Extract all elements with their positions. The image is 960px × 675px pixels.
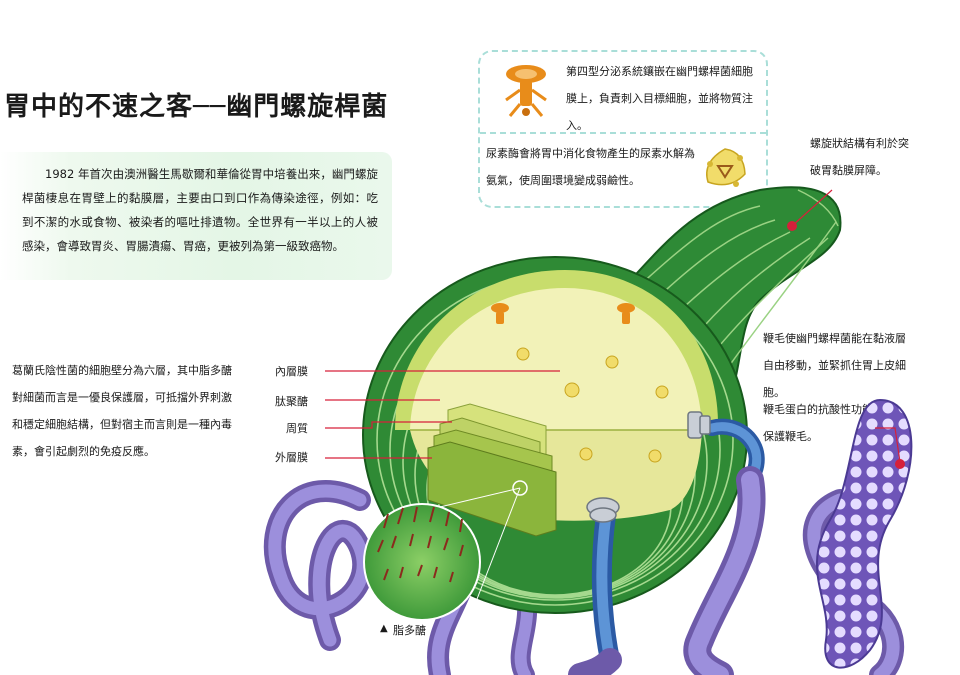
callout-divider xyxy=(480,132,766,134)
secretion-text: 第四型分泌系統鑲嵌在幽門螺桿菌細胞膜上，負責刺入目標細胞，並將物質注入。 xyxy=(566,65,753,132)
spiral-note: 螺旋狀結構有利於突破胃黏膜屏障。 xyxy=(810,137,909,177)
layer-label-peptidoglycan: 肽聚醣 xyxy=(275,395,308,408)
urease-icon xyxy=(706,148,746,187)
leader-lines xyxy=(325,189,901,463)
cell-wall-layers xyxy=(427,403,557,537)
lps-marker: ▲ xyxy=(380,623,388,634)
lps-zoom-circle xyxy=(363,503,481,621)
flagella-protein-note: 鞭毛蛋白的抗酸性功能，可保護鞭毛。 xyxy=(763,403,895,443)
secretion-system-icon xyxy=(505,65,547,117)
layer-label-inner-membrane: 內層膜 xyxy=(275,365,308,378)
intro-text: 1982 年首次由澳洲醫生馬歇爾和華倫從胃中培養出來，幽門螺旋桿菌棲息在胃壁上的… xyxy=(22,167,378,253)
layer-label-periplasm: 周質 xyxy=(286,422,308,435)
callout-box: 第四型分泌系統鑲嵌在幽門螺桿菌細胞膜上，負責刺入目標細胞，並將物質注入。 尿素酶… xyxy=(478,50,768,208)
flagella-note: 鞭毛使幽門螺桿菌能在黏液層自由移動，並緊抓住胃上皮細胞。 xyxy=(763,332,906,399)
flagella-front xyxy=(568,466,766,675)
urease-particles xyxy=(516,347,669,463)
intro-panel: 1982 年首次由澳洲醫生馬歇爾和華倫從胃中培養出來，幽門螺旋桿菌棲息在胃壁上的… xyxy=(0,152,392,280)
zoom-marker xyxy=(512,480,528,496)
secretion-systems xyxy=(491,303,635,324)
cell-wall-note: 葛蘭氏陰性菌的細胞壁分為六層，其中脂多醣對細菌而言是一優良保護層，可抵擋外界刺激… xyxy=(12,364,232,458)
motor-rings xyxy=(586,411,711,523)
flagellum-magnified xyxy=(815,398,913,669)
spiral-pointer-dot xyxy=(787,221,797,231)
layer-label-outer-membrane: 外層膜 xyxy=(275,451,308,464)
flagella-pointer-dot xyxy=(895,459,905,469)
page-title: 胃中的不速之客──幽門螺旋桿菌 xyxy=(4,92,389,122)
lps-label: 脂多醣 xyxy=(393,624,426,637)
urease-text: 尿素酶會將胃中消化食物產生的尿素水解為氨氣，使周圍環境變成弱鹼性。 xyxy=(486,147,695,187)
lps-strands xyxy=(377,506,464,583)
